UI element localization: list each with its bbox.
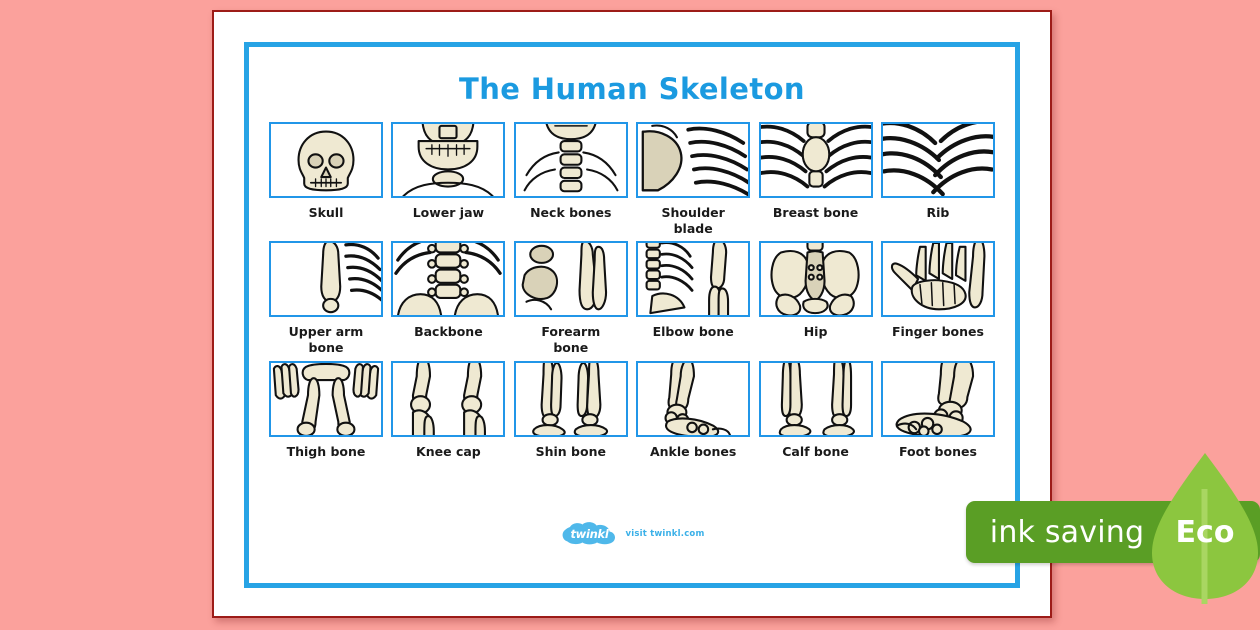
neck-bones-icon	[513, 122, 628, 198]
skeleton-cell: Knee cap	[391, 360, 506, 460]
finger-bones-icon	[880, 241, 995, 318]
bone-label: Finger bones	[891, 324, 984, 340]
skeleton-cell: Hip	[758, 241, 873, 355]
skeleton-cell: Forearm bone	[513, 241, 628, 355]
bone-label: Upper arm bone	[288, 324, 364, 355]
skeleton-cell: Upper arm bone	[269, 241, 383, 355]
bone-label: Breast bone	[772, 205, 859, 220]
skeleton-cell: Calf bone	[758, 360, 873, 460]
eco-badge: ink saving Eco	[930, 443, 1260, 608]
knee-cap-icon	[391, 360, 506, 437]
bone-label: Shin bone	[535, 443, 606, 459]
skeleton-cell: Ankle bones	[636, 360, 751, 460]
leaf-icon	[1146, 449, 1260, 604]
twinkl-wordmark: twinkl	[570, 526, 609, 541]
shin-bone-icon	[513, 360, 628, 437]
elbow-bone-icon	[636, 241, 751, 318]
skeleton-cell: Thigh bone	[269, 360, 383, 460]
twinkl-logo: twinkl visit twinkl.com	[249, 522, 1015, 545]
poster-sheet: The Human Skeleton Skull Lower jaw Neck bo…	[212, 10, 1052, 618]
bone-label: Foot bones	[899, 443, 977, 459]
skeleton-cell: Lower jaw	[391, 122, 506, 236]
lower-jaw-icon	[391, 122, 506, 198]
skeleton-cell: Shoulder blade	[636, 122, 751, 236]
skeleton-cell: Elbow bone	[636, 241, 751, 355]
skeleton-cell: Backbone	[391, 241, 506, 355]
skeleton-cell: Skull	[269, 122, 383, 236]
skeleton-cell: Neck bones	[513, 122, 628, 236]
skeleton-grid: Skull Lower jaw Neck bones Shoulder blade Br…	[269, 122, 995, 464]
bone-label: Knee cap	[416, 443, 481, 459]
bone-label: Skull	[308, 205, 344, 220]
hip-icon	[758, 241, 873, 318]
bone-label: Calf bone	[782, 443, 849, 459]
skeleton-row: Skull Lower jaw Neck bones Shoulder blade Br…	[269, 122, 995, 236]
skeleton-cell: Foot bones	[880, 360, 995, 460]
bone-label: Backbone	[414, 324, 483, 340]
bone-label: Thigh bone	[286, 443, 366, 459]
skeleton-cell: Shin bone	[513, 360, 628, 460]
shoulder-blade-icon	[636, 122, 751, 198]
skull-icon	[269, 122, 383, 198]
upper-arm-bone-icon	[269, 241, 383, 318]
skeleton-cell: Rib	[880, 122, 995, 236]
bone-label: Elbow bone	[652, 324, 734, 340]
forearm-bone-icon	[513, 241, 628, 318]
rib-icon	[880, 122, 995, 198]
skeleton-cell: Finger bones	[880, 241, 995, 355]
ankle-bones-icon	[636, 360, 751, 437]
eco-badge-bar-label: ink saving	[989, 514, 1145, 550]
bone-label: Neck bones	[530, 205, 612, 220]
eco-badge-leaf-label: Eco	[1175, 514, 1235, 550]
foot-bones-icon	[880, 360, 995, 437]
thigh-bone-icon	[269, 360, 383, 437]
backbone-icon	[391, 241, 506, 318]
bone-label: Hip	[803, 324, 828, 340]
skeleton-cell: Breast bone	[758, 122, 873, 236]
poster-blue-frame: The Human Skeleton Skull Lower jaw Neck bo…	[244, 42, 1020, 588]
twinkl-visit-url: visit twinkl.com	[625, 528, 705, 539]
skeleton-row: Thigh bone Knee cap Shin bone Ankle bones Ca…	[269, 360, 995, 460]
bone-label: Lower jaw	[412, 205, 485, 220]
skeleton-row: Upper arm bone Backbone Forearm bone Elbow …	[269, 241, 995, 355]
bone-label: Shoulder blade	[661, 205, 725, 236]
twinkl-cloud-icon: twinkl	[559, 522, 619, 545]
calf-bone-icon	[758, 360, 873, 437]
page-title: The Human Skeleton	[459, 72, 805, 106]
bone-label: Forearm bone	[541, 324, 601, 355]
bone-label: Ankle bones	[649, 443, 737, 459]
bone-label: Rib	[926, 205, 950, 220]
breast-bone-icon	[758, 122, 873, 198]
